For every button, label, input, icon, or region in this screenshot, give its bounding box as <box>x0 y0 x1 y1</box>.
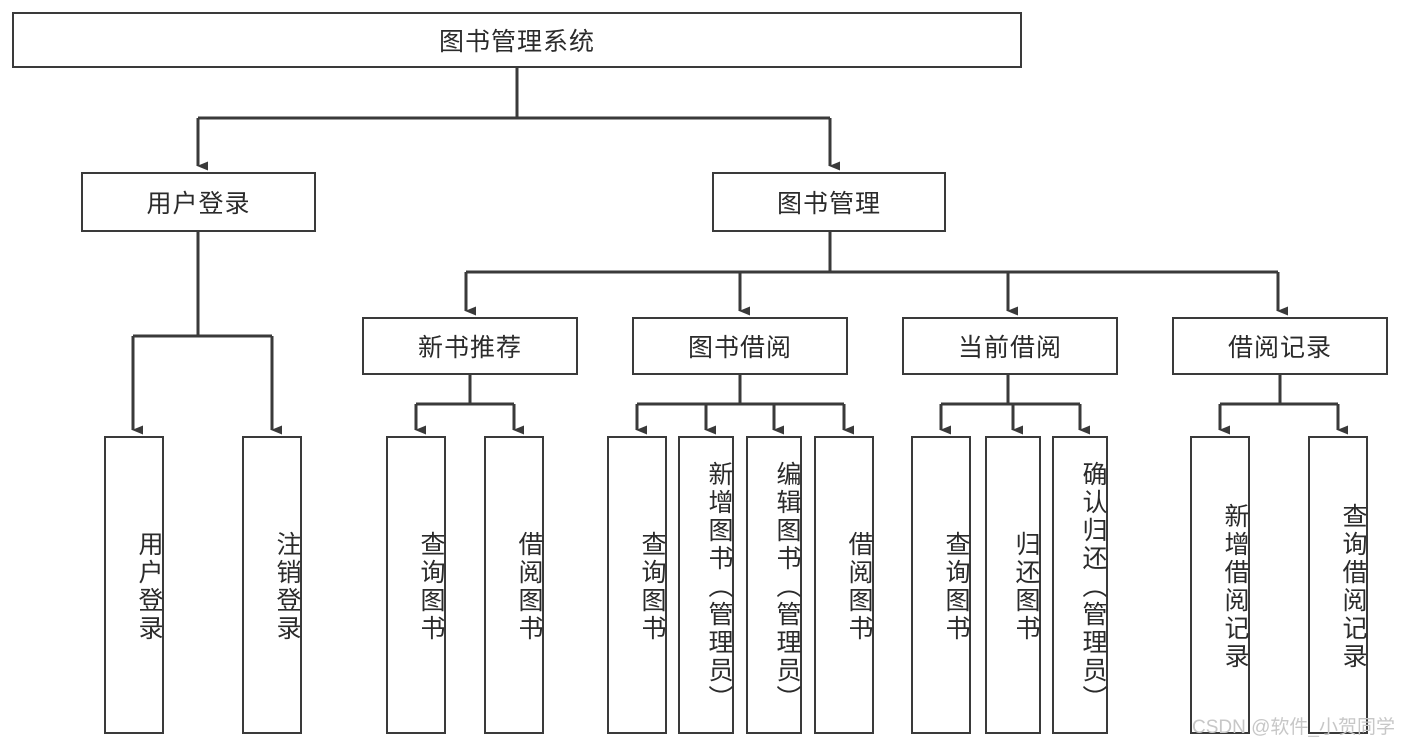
leaf-add-record-label: 新增借阅记录 <box>1221 503 1249 671</box>
leaf-query-record[interactable]: 查询借阅记录 <box>1308 436 1368 734</box>
node-book-borrow-label: 图书借阅 <box>687 334 792 362</box>
node-current-borrow[interactable]: 当前借阅 <box>902 317 1118 375</box>
node-new-book-rec-label: 新书推荐 <box>417 334 522 362</box>
leaf-return-book-label: 归还图书 <box>1012 531 1040 643</box>
connector-group-user-login <box>131 232 282 435</box>
connector-group-borrow-record <box>1218 375 1348 435</box>
leaf-borrow-book-1-label: 借阅图书 <box>515 531 543 643</box>
leaf-edit-book[interactable]: 编辑图书（管理员） <box>746 436 802 734</box>
leaf-edit-book-label: 编辑图书（管理员） <box>773 461 801 713</box>
node-book-manage-label: 图书管理 <box>776 190 881 218</box>
node-book-borrow[interactable]: 图书借阅 <box>632 317 848 375</box>
node-user-login[interactable]: 用户登录 <box>81 172 316 232</box>
connector-group-book-borrow <box>635 375 854 435</box>
node-book-manage[interactable]: 图书管理 <box>712 172 946 232</box>
leaf-borrow-book-2-label: 借阅图书 <box>845 531 873 643</box>
leaf-add-book-label: 新增图书（管理员） <box>705 461 733 713</box>
node-borrow-record[interactable]: 借阅记录 <box>1172 317 1388 375</box>
leaf-query-book-1[interactable]: 查询图书 <box>386 436 446 734</box>
leaf-return-book[interactable]: 归还图书 <box>985 436 1041 734</box>
leaf-borrow-book-2[interactable]: 借阅图书 <box>814 436 874 734</box>
leaf-query-book-2-label: 查询图书 <box>638 531 666 643</box>
node-current-borrow-label: 当前借阅 <box>957 334 1062 362</box>
leaf-query-book-3-label: 查询图书 <box>942 531 970 643</box>
connector-group-root <box>196 68 840 171</box>
csdn-watermark: CSDN @软件_小贺同学 <box>1192 717 1395 738</box>
leaf-query-record-label: 查询借阅记录 <box>1339 503 1367 671</box>
connector-group-book-manage <box>464 232 1288 316</box>
leaf-borrow-book-1[interactable]: 借阅图书 <box>484 436 544 734</box>
leaf-user-login-label: 用户登录 <box>135 531 163 643</box>
leaf-confirm-return[interactable]: 确认归还（管理员） <box>1052 436 1108 734</box>
leaf-query-book-3[interactable]: 查询图书 <box>911 436 971 734</box>
node-borrow-record-label: 借阅记录 <box>1227 334 1332 362</box>
leaf-user-login[interactable]: 用户登录 <box>104 436 164 734</box>
connector-group-new-book-rec <box>414 375 524 435</box>
node-root[interactable]: 图书管理系统 <box>12 12 1022 68</box>
leaf-logout[interactable]: 注销登录 <box>242 436 302 734</box>
leaf-query-book-1-label: 查询图书 <box>417 531 445 643</box>
node-new-book-rec[interactable]: 新书推荐 <box>362 317 578 375</box>
node-user-login-label: 用户登录 <box>146 190 251 218</box>
connector-group-current-borrow <box>939 375 1090 435</box>
leaf-add-book[interactable]: 新增图书（管理员） <box>678 436 734 734</box>
node-root-label: 图书管理系统 <box>438 28 595 56</box>
leaf-query-book-2[interactable]: 查询图书 <box>607 436 667 734</box>
leaf-add-record[interactable]: 新增借阅记录 <box>1190 436 1250 734</box>
leaf-confirm-return-label: 确认归还（管理员） <box>1079 461 1107 713</box>
leaf-logout-label: 注销登录 <box>273 531 301 643</box>
